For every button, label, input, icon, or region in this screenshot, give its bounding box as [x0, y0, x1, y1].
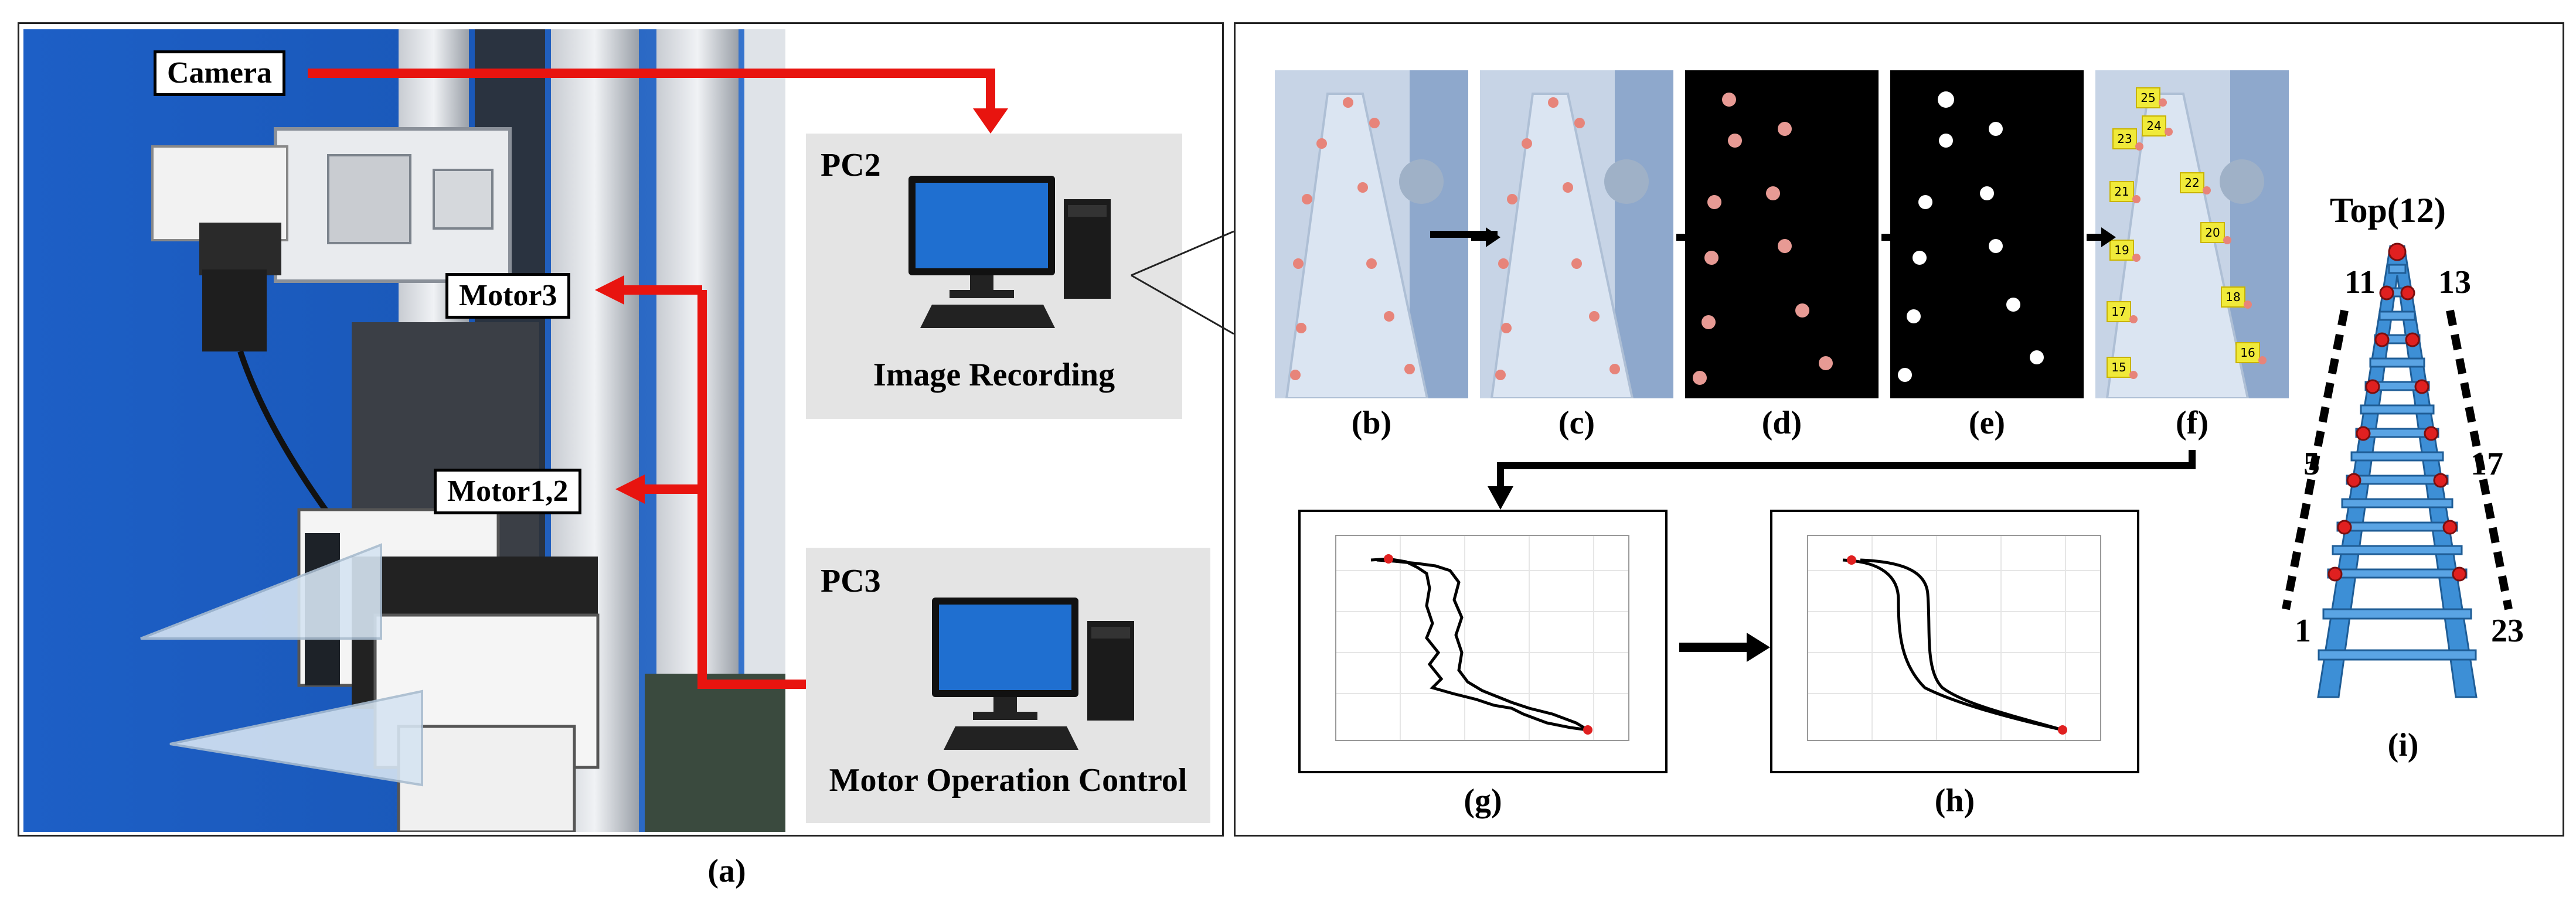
pc3-caption: Motor Operation Control [829, 762, 1187, 798]
caption-b: (b) [1351, 405, 1392, 441]
motor3-label: Motor3 [445, 273, 571, 319]
marker-id-24: 24 [2146, 119, 2161, 133]
marker-id-19: 19 [2114, 243, 2129, 257]
pc2-title: PC2 [821, 147, 881, 183]
plot-h-smoothed-trajectory [1770, 510, 2139, 773]
pc3-title: PC3 [821, 563, 881, 599]
panel-a [18, 22, 1224, 837]
caption-i: (i) [2387, 727, 2419, 763]
marker-id-20: 20 [2205, 226, 2220, 240]
marker-id-17: 17 [2111, 305, 2126, 319]
gripper-label-13: 13 [2438, 264, 2471, 301]
caption-a: (a) [707, 853, 746, 889]
image-e-binary [1890, 70, 2084, 398]
marker-id-15: 15 [2111, 360, 2126, 374]
gripper-label-23: 23 [2491, 613, 2524, 649]
gripper-schematic [2274, 223, 2520, 709]
marker-id-16: 16 [2240, 346, 2255, 360]
caption-e: (e) [1968, 405, 2006, 441]
marker-id-22: 22 [2184, 176, 2199, 190]
panel-b-i [1234, 22, 2564, 837]
caption-c: (c) [1558, 405, 1595, 441]
caption-f: (f) [2176, 405, 2209, 441]
image-f-labeled: 25 24 23 22 21 20 19 18 17 16 15 [2095, 70, 2289, 398]
marker-id-25: 25 [2141, 91, 2155, 105]
computer-icon [920, 586, 1143, 756]
gripper-label-11: 11 [2344, 264, 2376, 301]
caption-d: (d) [1761, 405, 1802, 441]
image-c-filtered [1480, 70, 1673, 398]
computer-icon [897, 164, 1119, 334]
red-arrows [0, 0, 1231, 849]
gripper-label-5: 5 [2303, 446, 2320, 482]
marker-id-21: 21 [2114, 185, 2129, 199]
image-b-raw [1275, 70, 1468, 398]
caption-h: (h) [1934, 783, 1975, 819]
caption-g: (g) [1464, 783, 1502, 819]
marker-id-18: 18 [2225, 290, 2240, 304]
plot-g-raw-trajectory [1298, 510, 1668, 773]
zoom-lines [0, 0, 1289, 469]
motor12-label: Motor1,2 [434, 469, 582, 514]
pc2-caption: Image Recording [873, 357, 1115, 393]
gripper-label-17: 17 [2470, 446, 2503, 482]
setup-photo [23, 29, 785, 834]
camera-label: Camera [154, 50, 286, 96]
flow-arrows [1471, 227, 2196, 662]
marker-id-23: 23 [2117, 132, 2132, 146]
image-d-masked [1685, 70, 1879, 398]
gripper-label-top: Top(12) [2330, 191, 2446, 230]
gripper-label-1: 1 [2295, 613, 2311, 649]
